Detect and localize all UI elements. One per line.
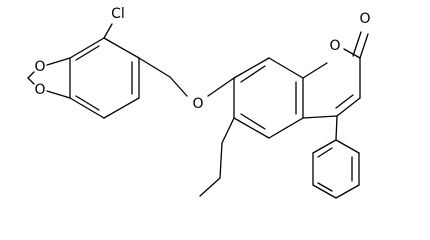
benzyl-ether-linker: [138, 57, 235, 97]
chlorine-label: Cl: [111, 6, 125, 22]
propyl-chain: [199, 117, 235, 197]
carbonyl-bond: [352, 31, 369, 59]
ring-oxygen-label: O: [329, 38, 340, 54]
carbonyl-oxygen-label: O: [359, 11, 370, 27]
dioxole-oxygen-top-label: O: [34, 59, 45, 75]
structure-diagram: Cl O O O O O: [27, 6, 371, 199]
phenyl-ring: [312, 115, 360, 199]
pyranone-ring: [302, 48, 361, 119]
dioxole-ring: [27, 57, 71, 99]
ether-oxygen-label: O: [192, 96, 203, 112]
benzodioxole-ring: [69, 37, 140, 119]
dioxole-oxygen-bottom-label: O: [34, 82, 45, 98]
c-cl-bond: [103, 23, 113, 39]
coumarin-benzene-ring: [233, 57, 304, 139]
